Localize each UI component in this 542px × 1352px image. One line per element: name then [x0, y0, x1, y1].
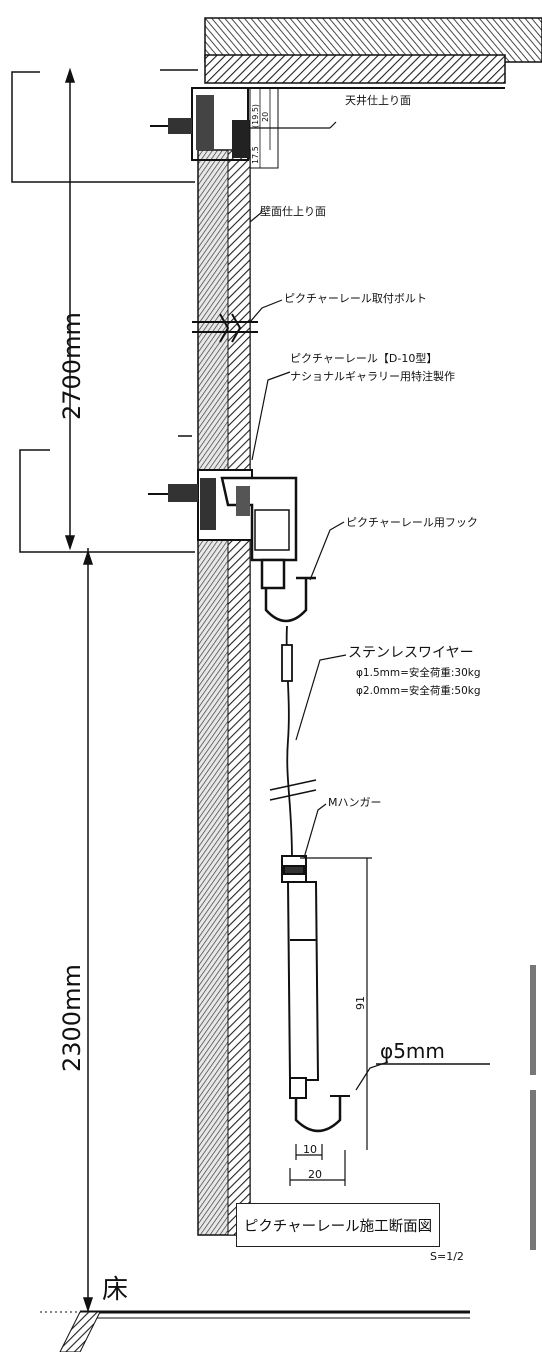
stainless-wire [269, 625, 317, 861]
scale-note: S=1/2 [430, 1250, 464, 1263]
wall-section [197, 149, 251, 1236]
hanger-dimensions [289, 857, 372, 1186]
ceiling-dim-3: 20 [261, 112, 270, 122]
wire-spec-2: φ2.0mm=安全荷重:50kg [356, 684, 481, 697]
hanger-length-label: 91 [354, 996, 367, 1010]
reference-brackets [11, 69, 198, 553]
m-hanger [281, 855, 350, 1133]
height-dimension-lines [64, 67, 94, 1313]
ceiling-finish-label: 天井仕上り面 [345, 93, 411, 107]
wire-label: ステンレスワイヤー [348, 645, 474, 661]
hook-outer-label: 20 [308, 1168, 322, 1181]
ceiling-slab [204, 17, 542, 89]
rail-label-line2: ナショナルギャラリー用特注製作 [290, 369, 455, 383]
picture-rail [148, 469, 298, 562]
hook-label: ピクチャーレール用フック [346, 516, 478, 529]
ceiling-dim-1: 17.5 [251, 146, 260, 164]
wall-finish-label: 壁面仕上り面 [260, 204, 326, 218]
ceiling-rail-detail: 17.5 (19.5) 20 [150, 87, 279, 169]
hook-inner-label: 10 [303, 1143, 317, 1156]
picture-rail-hook [260, 558, 316, 623]
hanger-label: Mハンガー [328, 796, 382, 809]
mounting-bolt [192, 313, 258, 343]
diameter-label: φ5mm [380, 1039, 445, 1063]
floor-slab [40, 1310, 470, 1352]
rail-bolt-label: ピクチャーレール取付ボルト [284, 292, 427, 305]
wire-spec-1: φ1.5mm=安全荷重:30kg [356, 666, 481, 679]
scan-artifact [530, 965, 536, 1250]
floor-label: 床 [102, 1275, 128, 1305]
height-lower-label: 2300mm [58, 964, 86, 1072]
drawing-title: ピクチャーレール施工断面図 [236, 1203, 440, 1247]
height-upper-label: 2700mm [58, 312, 86, 420]
ceiling-dim-2: (19.5) [251, 104, 260, 128]
rail-label-line1: ピクチャーレール【D-10型】 [290, 351, 437, 365]
